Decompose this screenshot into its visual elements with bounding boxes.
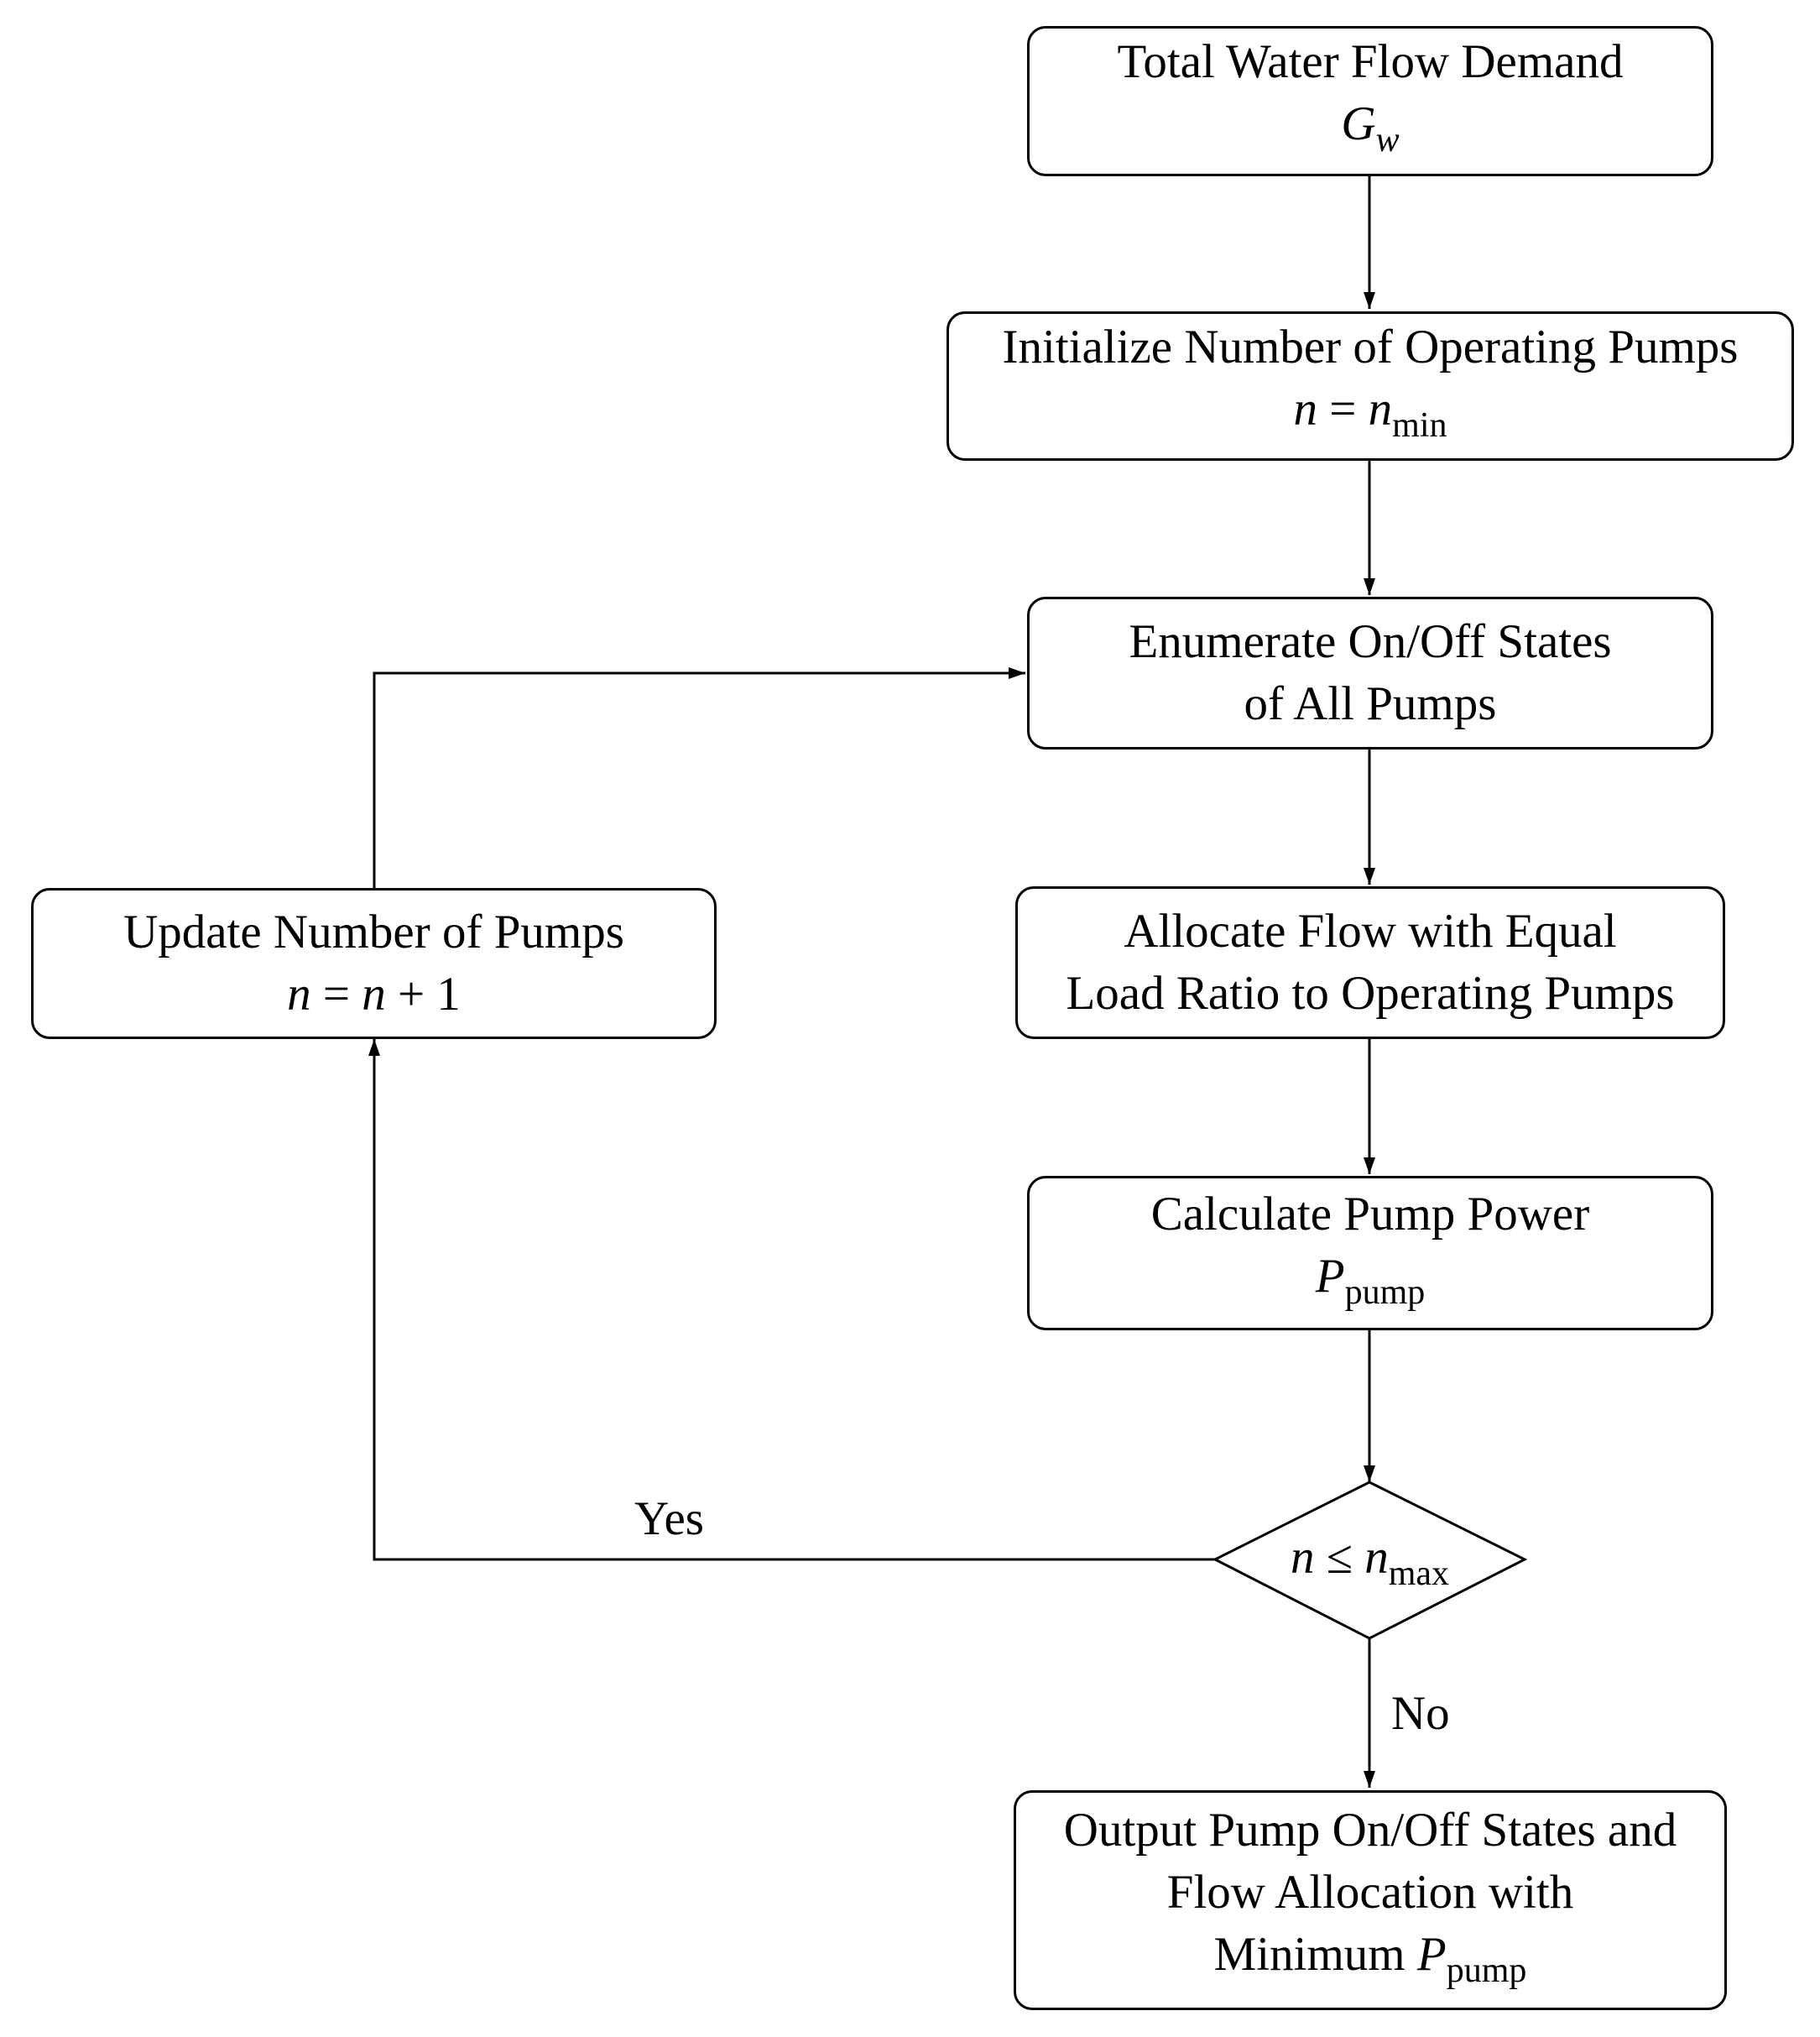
node-enumerate-states-line1: Enumerate On/Off States [1129, 615, 1612, 668]
node-output-result-line2: Flow Allocation with [1166, 1865, 1574, 1919]
node-enumerate-states: Enumerate On/Off States of All Pumps [1027, 597, 1713, 750]
node-initialize-pumps-title: Initialize Number of Operating Pumps [1002, 320, 1739, 373]
node-calculate-power-formula: Ppump [1315, 1249, 1426, 1312]
edge-label-yes: Yes [634, 1492, 704, 1545]
arrow-update-to-enumerate [373, 667, 1025, 888]
node-output-result: Output Pump On/Off States and Flow Alloc… [1014, 1790, 1727, 2010]
edge-label-no: No [1391, 1687, 1450, 1740]
node-update-pumps-title: Update Number of Pumps [123, 906, 624, 958]
node-calculate-power: Calculate Pump Power Ppump [1027, 1176, 1713, 1330]
node-output-result-line1: Output Pump On/Off States and [1063, 1803, 1677, 1857]
node-calculate-power-title: Calculate Pump Power [1150, 1187, 1590, 1240]
node-enumerate-states-line2: of All Pumps [1244, 677, 1497, 730]
arrow-decision-yes-to-update [368, 1039, 1215, 1561]
node-allocate-flow-line1: Allocate Flow with Equal [1124, 905, 1617, 958]
node-initialize-pumps: Initialize Number of Operating Pumps n =… [947, 311, 1794, 461]
node-total-water-flow-demand-formula: Gw [1341, 97, 1400, 159]
node-allocate-flow: Allocate Flow with Equal Load Ratio to O… [1015, 886, 1725, 1039]
node-total-water-flow-demand: Total Water Flow Demand Gw [1027, 26, 1713, 176]
node-initialize-pumps-formula: n = nmin [1293, 382, 1447, 445]
node-allocate-flow-line2: Load Ratio to Operating Pumps [1066, 967, 1675, 1020]
node-update-pumps-formula: n = n + 1 [287, 968, 461, 1021]
node-total-water-flow-demand-title: Total Water Flow Demand [1117, 35, 1624, 88]
node-update-pumps: Update Number of Pumps n = n + 1 [31, 888, 717, 1039]
decision-diamond [1212, 1481, 1528, 1640]
decision-condition: n ≤ nmax [1290, 1531, 1450, 1594]
node-output-result-line3: Minimum Ppump [1213, 1927, 1527, 1990]
